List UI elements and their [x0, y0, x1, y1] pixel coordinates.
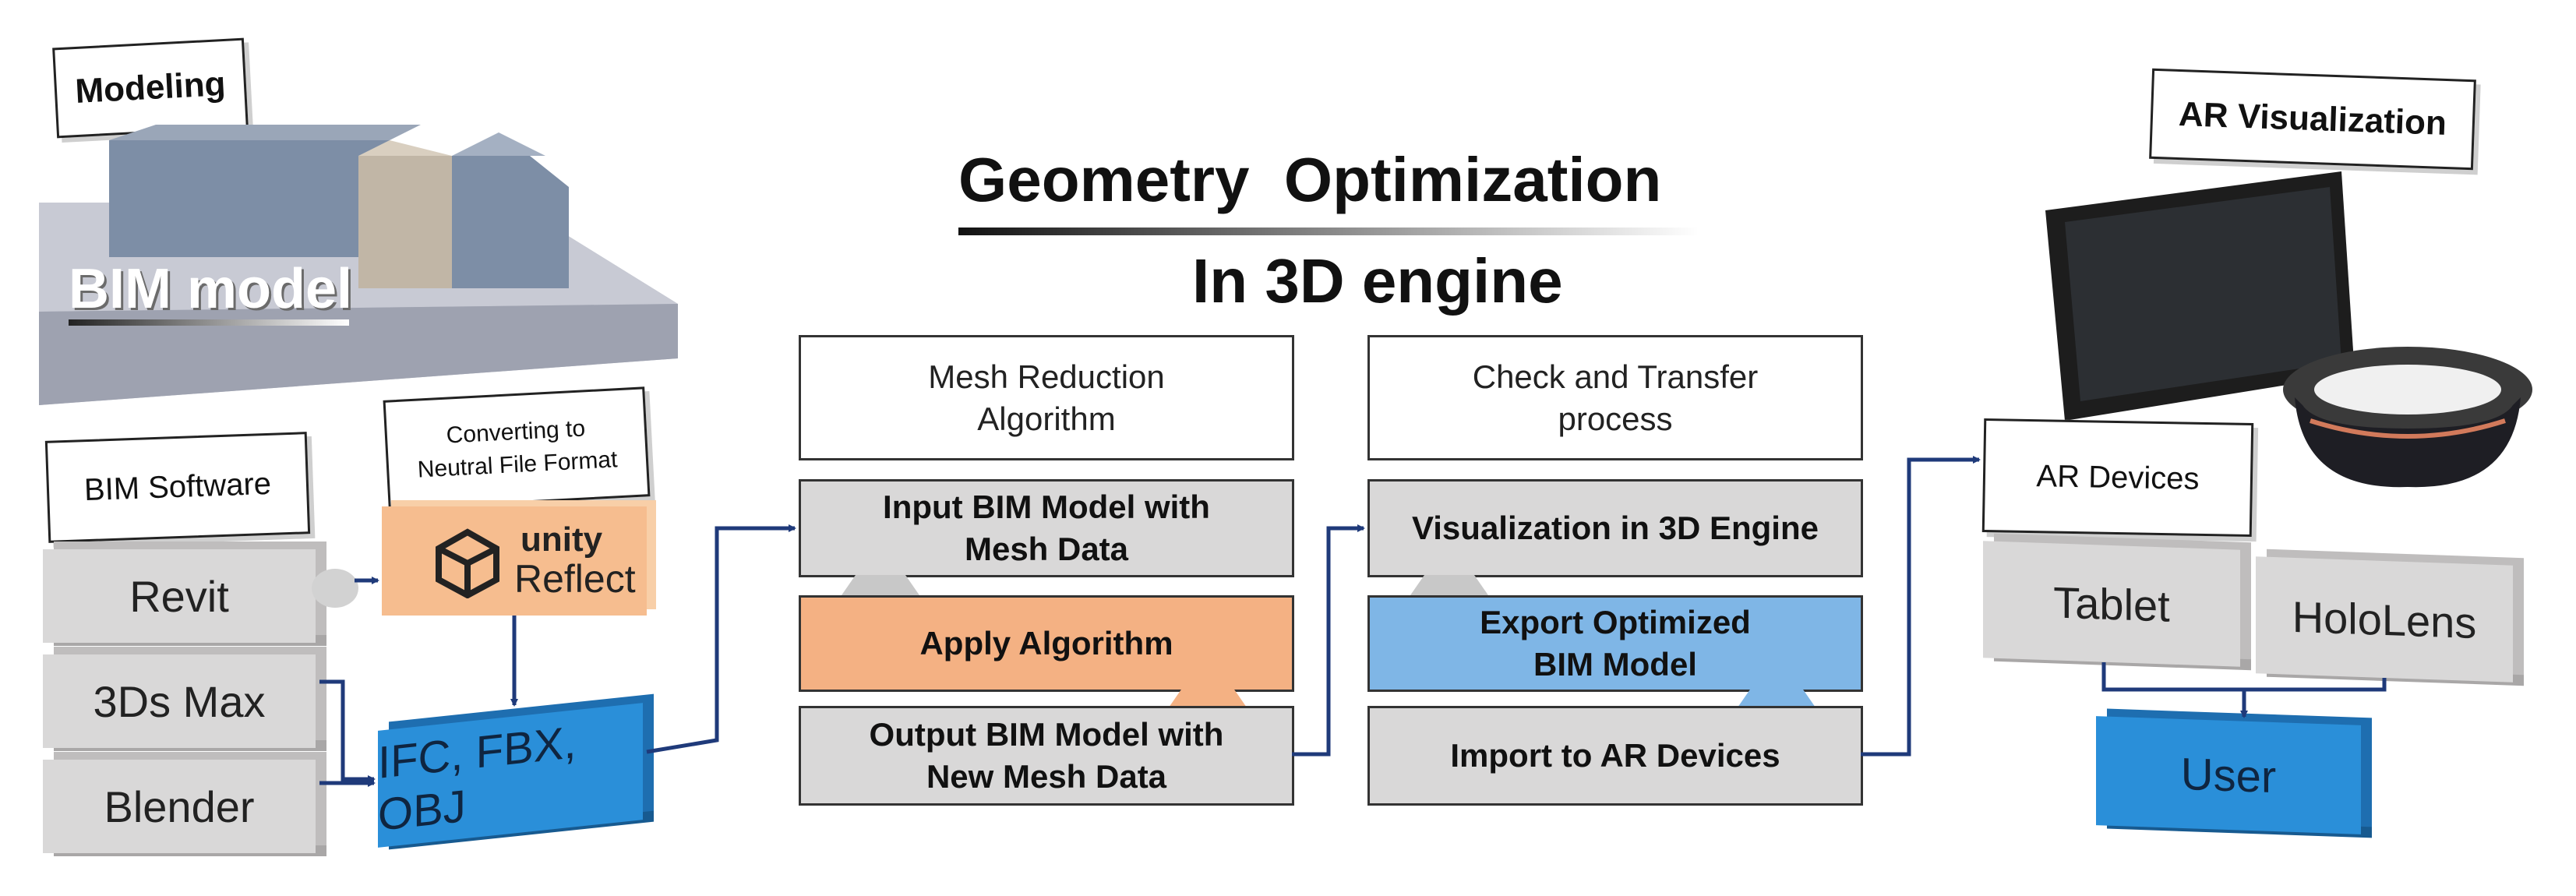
bim-model-illustration	[39, 125, 678, 405]
hololens-icon	[2283, 347, 2532, 488]
reflect-word: Reflect	[514, 557, 636, 601]
arrow-formats-to-input	[646, 524, 796, 754]
software-3ds-max: 3Ds Max	[43, 654, 316, 748]
unity-word: unity	[520, 520, 603, 559]
title-underline	[958, 228, 1699, 235]
optimization-title-line2: In 3D engine	[1192, 246, 1563, 316]
mesh-step-input: Input BIM Model with Mesh Data	[799, 479, 1294, 577]
connector-tablet-user	[2101, 662, 2387, 692]
mesh-reduction-header: Mesh Reduction Algorithm	[799, 335, 1294, 460]
mesh-step-apply: Apply Algorithm	[799, 595, 1294, 692]
check-step-import: Import to AR Devices	[1367, 706, 1863, 806]
arrow-import-to-ar-devices	[1861, 456, 1981, 757]
bim-model-underline	[69, 319, 349, 326]
tablet-icon	[2045, 171, 2355, 421]
software-revit: Revit	[43, 549, 316, 643]
mesh-connector-1	[842, 575, 919, 595]
check-connector-2	[1738, 687, 1816, 707]
software-blender: Blender	[43, 760, 316, 853]
mesh-step-output: Output BIM Model with New Mesh Data	[799, 706, 1294, 806]
mesh-connector-2	[1169, 687, 1247, 707]
unity-reflect-block	[382, 506, 647, 616]
check-transfer-header: Check and Transfer process	[1367, 335, 1863, 460]
bim-model-title: BIM model	[69, 258, 353, 320]
arrow-output-to-visualization	[1292, 524, 1365, 757]
unity-logo-icon	[436, 528, 499, 598]
connector-shape	[312, 569, 358, 608]
check-connector-1	[1410, 575, 1488, 595]
arrow-3dsmax-to-formats	[319, 679, 376, 783]
check-step-export: Export Optimized BIM Model	[1367, 595, 1863, 692]
optimization-title-line1: Geometry Optimization	[958, 145, 1662, 214]
check-step-visualization: Visualization in 3D Engine	[1367, 479, 1863, 577]
